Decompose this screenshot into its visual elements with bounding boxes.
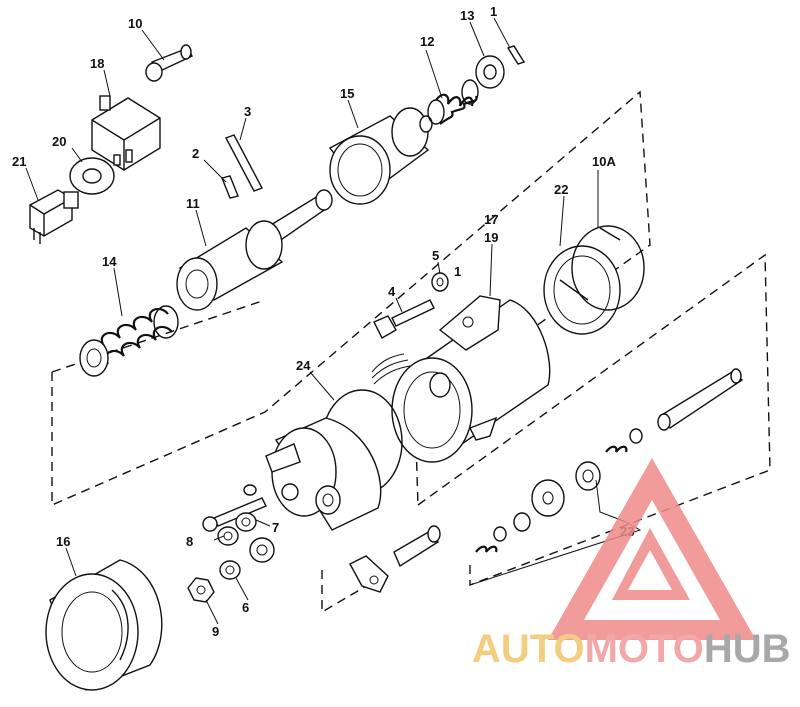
part-17-19-housing: [371, 295, 551, 463]
part-2-pin: [221, 175, 239, 199]
label-10a: 10A: [592, 154, 616, 169]
label-12: 12: [420, 34, 434, 49]
part-18-relay: [91, 95, 161, 171]
watermark-logo: AUTOMOTOHUB: [472, 458, 791, 671]
label-2: 2: [192, 146, 199, 161]
part-11-plunger: [176, 189, 333, 311]
part-12-spring: [427, 79, 479, 125]
part-16-cover: [45, 559, 163, 691]
part-labels: 10 18 20 21 2 3 11 14 15 12 13 1 10A 22 …: [12, 4, 634, 639]
watermark-triangle: [548, 458, 756, 640]
label-11: 11: [186, 196, 200, 211]
part-14-spring: [79, 305, 179, 377]
part-9-nut: [187, 577, 215, 603]
part-7-lockwasher: [249, 537, 275, 563]
part-10a-ring: [559, 225, 645, 311]
label-22: 22: [554, 182, 568, 197]
label-24: 24: [296, 358, 311, 373]
label-19: 19: [484, 230, 498, 245]
label-18: 18: [90, 56, 104, 71]
part-5-washer: [431, 272, 449, 292]
watermark-moto: MOTO: [585, 627, 704, 671]
label-10: 10: [128, 16, 142, 31]
label-14: 14: [102, 254, 117, 269]
label-3: 3: [244, 104, 251, 119]
part-7-nut: [217, 512, 257, 546]
part-13-washer: [475, 55, 505, 89]
label-9: 9: [212, 624, 219, 639]
label-1: 1: [490, 4, 497, 19]
terminal-tab: [349, 555, 389, 593]
end-cap-assembly: [265, 417, 382, 531]
label-4: 4: [388, 284, 396, 299]
part-10-rivet: [145, 44, 193, 82]
watermark-triangle-inner: [612, 528, 690, 600]
label-5: 5: [432, 248, 439, 263]
part-6-lockwasher: [219, 560, 241, 580]
label-6: 6: [242, 600, 249, 615]
part-1-pin: [506, 45, 526, 65]
part-23-drive-assembly: [475, 368, 744, 553]
label-13: 13: [460, 8, 474, 23]
watermark-auto: AUTO: [472, 627, 585, 671]
part-22-ring: [543, 245, 621, 335]
watermark-hub: HUB: [704, 627, 791, 671]
label-21: 21: [12, 154, 26, 169]
label-15: 15: [340, 86, 354, 101]
label-17: 17: [484, 212, 498, 227]
part-3-pin: [225, 134, 263, 192]
watermark-text: AUTOMOTOHUB: [472, 627, 791, 671]
label-8: 8: [186, 534, 193, 549]
part-8-screw: [202, 484, 267, 532]
label-1b: 1: [454, 264, 461, 279]
label-7: 7: [272, 520, 279, 535]
part-20-washer: [69, 157, 115, 195]
label-20: 20: [52, 134, 66, 149]
part-4-bolt: [373, 299, 435, 339]
part-15-cup: [328, 107, 433, 205]
stud-bolt: [393, 525, 441, 568]
label-16: 16: [56, 534, 70, 549]
part-21-switch: [29, 189, 79, 244]
